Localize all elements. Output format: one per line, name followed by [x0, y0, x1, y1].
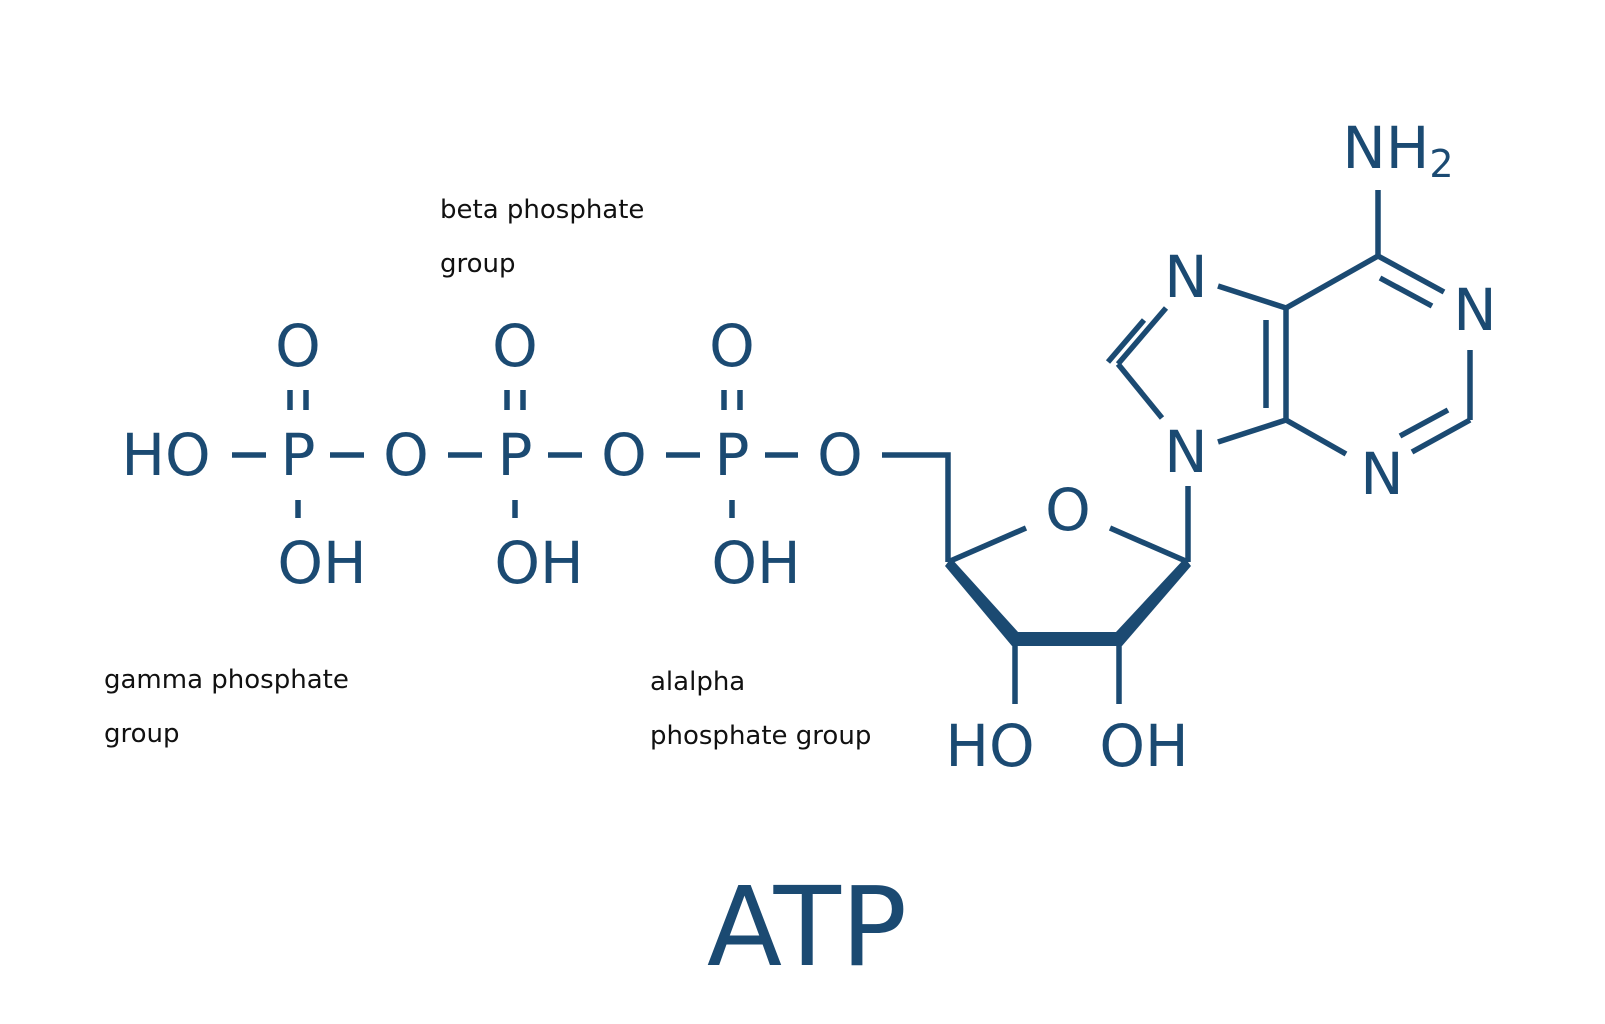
bridge-oxygen-1: O [383, 421, 429, 489]
beta-double-bond-oxygen: O [492, 312, 538, 380]
terminal-hydroxyl-label: HO [121, 421, 210, 489]
phosphate-chain-bonds [232, 390, 951, 562]
molecule-title: ATP [707, 863, 907, 991]
bridge-oxygen-2: O [601, 421, 647, 489]
amino-subscript-2: 2 [1429, 142, 1453, 186]
gamma-phosphorus-atom: P [281, 421, 316, 489]
alpha-phosphate-caption-line1: alalpha [650, 667, 745, 697]
adenine-bonds [1105, 190, 1473, 494]
gamma-phosphate-caption-line1: gamma phosphate [104, 665, 349, 695]
amino-group-label: NH2 [1342, 114, 1453, 186]
amino-nh-text: NH [1342, 114, 1429, 182]
gamma-double-bond-oxygen: O [275, 312, 321, 380]
adenine-n7-atom: N [1164, 243, 1207, 311]
beta-phosphate-caption-line2: group [440, 249, 516, 279]
beta-hydroxyl-label: OH [494, 529, 583, 597]
alpha-double-bond-oxygen: O [709, 312, 755, 380]
gamma-hydroxyl-label: OH [277, 529, 366, 597]
beta-phosphate-caption-line1: beta phosphate [440, 195, 644, 225]
beta-phosphorus-atom: P [498, 421, 533, 489]
ribose-c2-hydroxyl-label: OH [1099, 712, 1188, 780]
bridge-oxygen-3: O [817, 421, 863, 489]
alpha-phosphorus-atom: P [715, 421, 750, 489]
ribose-ring-bonds [945, 494, 1191, 704]
alpha-hydroxyl-label: OH [711, 529, 800, 597]
gamma-phosphate-caption-line2: group [104, 719, 180, 749]
adenine-n3-atom: N [1360, 440, 1403, 508]
ribose-ring-oxygen: O [1045, 476, 1091, 544]
adenine-n1-atom: N [1453, 276, 1496, 344]
ribose-c3-hydroxyl-label: HO [945, 712, 1034, 780]
alpha-phosphate-caption-line2: phosphate group [650, 721, 871, 751]
adenine-n9-atom: N [1164, 418, 1207, 486]
